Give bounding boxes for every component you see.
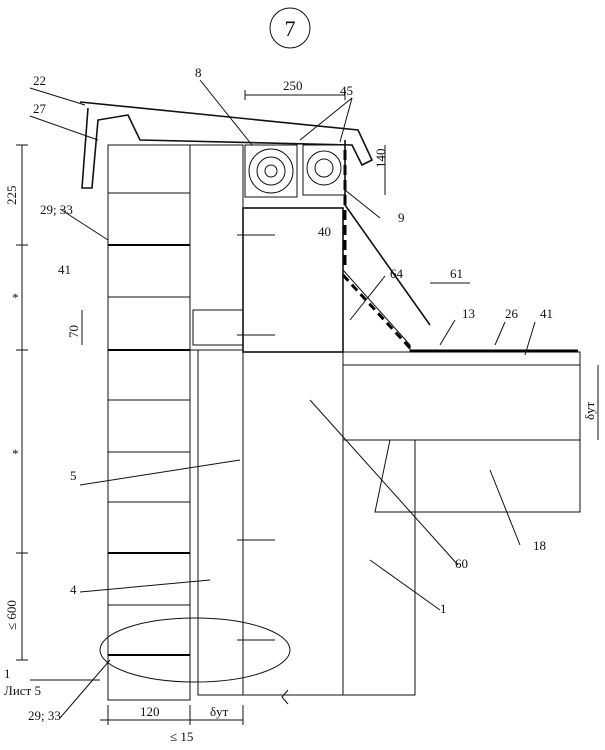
callout-9: 9 xyxy=(398,210,405,225)
wall-insulation xyxy=(197,349,244,696)
dim-star-2: * xyxy=(12,446,19,461)
callout-18: 18 xyxy=(533,538,546,553)
callout-41-right: 41 xyxy=(540,306,553,321)
callout-26: 26 xyxy=(505,306,519,321)
dim-140: 140 xyxy=(373,149,388,169)
sheet-number-circle xyxy=(269,7,311,49)
roof-insulation xyxy=(342,364,581,441)
brick-facing xyxy=(107,144,191,701)
callout-27: 27 xyxy=(33,101,47,116)
break-arrow xyxy=(281,689,289,705)
timber-block-8 xyxy=(244,144,298,198)
callout-45: 45 xyxy=(340,83,353,98)
dim-600: ≤ 600 xyxy=(4,600,19,630)
air-gap xyxy=(189,144,244,351)
callout-1-left: 1 xyxy=(4,666,11,681)
callout-22: 22 xyxy=(33,73,46,88)
dim-15: ≤ 15 xyxy=(170,729,193,744)
dimension-lines xyxy=(16,90,599,725)
timber-block-9 xyxy=(302,144,346,196)
callout-1-right: 1 xyxy=(440,601,447,616)
concrete-wall xyxy=(242,207,344,696)
dim-225: 225 xyxy=(4,186,19,206)
leader-lines xyxy=(29,79,536,719)
dim-delta-right: δут xyxy=(582,401,597,420)
wall-anchors xyxy=(237,234,275,641)
dim-120: 120 xyxy=(140,704,160,719)
coping-flashing xyxy=(79,101,374,189)
callout-29-33-top: 29; 33 xyxy=(40,202,73,217)
callout-8: 8 xyxy=(195,65,202,80)
callout-40: 40 xyxy=(318,224,331,239)
callout-60: 60 xyxy=(455,556,468,571)
callout-4: 4 xyxy=(70,582,77,597)
callout-5: 5 xyxy=(70,468,77,483)
sheet-reference: Лист 5 xyxy=(4,683,41,698)
dim-70: 70 xyxy=(66,325,81,338)
upstand-membrane xyxy=(341,273,412,350)
dim-star-1: * xyxy=(12,290,19,305)
callout-61: 61 xyxy=(450,266,463,281)
dim-250: 250 xyxy=(283,78,303,93)
callout-41-left: 41 xyxy=(58,262,71,277)
roof-screed xyxy=(342,351,581,366)
mortar-fill xyxy=(192,309,244,346)
wall-lower xyxy=(342,439,416,696)
dim-delta-bottom: δут xyxy=(210,704,229,719)
callout-64: 64 xyxy=(390,266,404,281)
sheet-number: 7 xyxy=(285,16,296,41)
callout-13: 13 xyxy=(462,306,475,321)
callout-29-33-bottom: 29; 33 xyxy=(28,708,61,723)
